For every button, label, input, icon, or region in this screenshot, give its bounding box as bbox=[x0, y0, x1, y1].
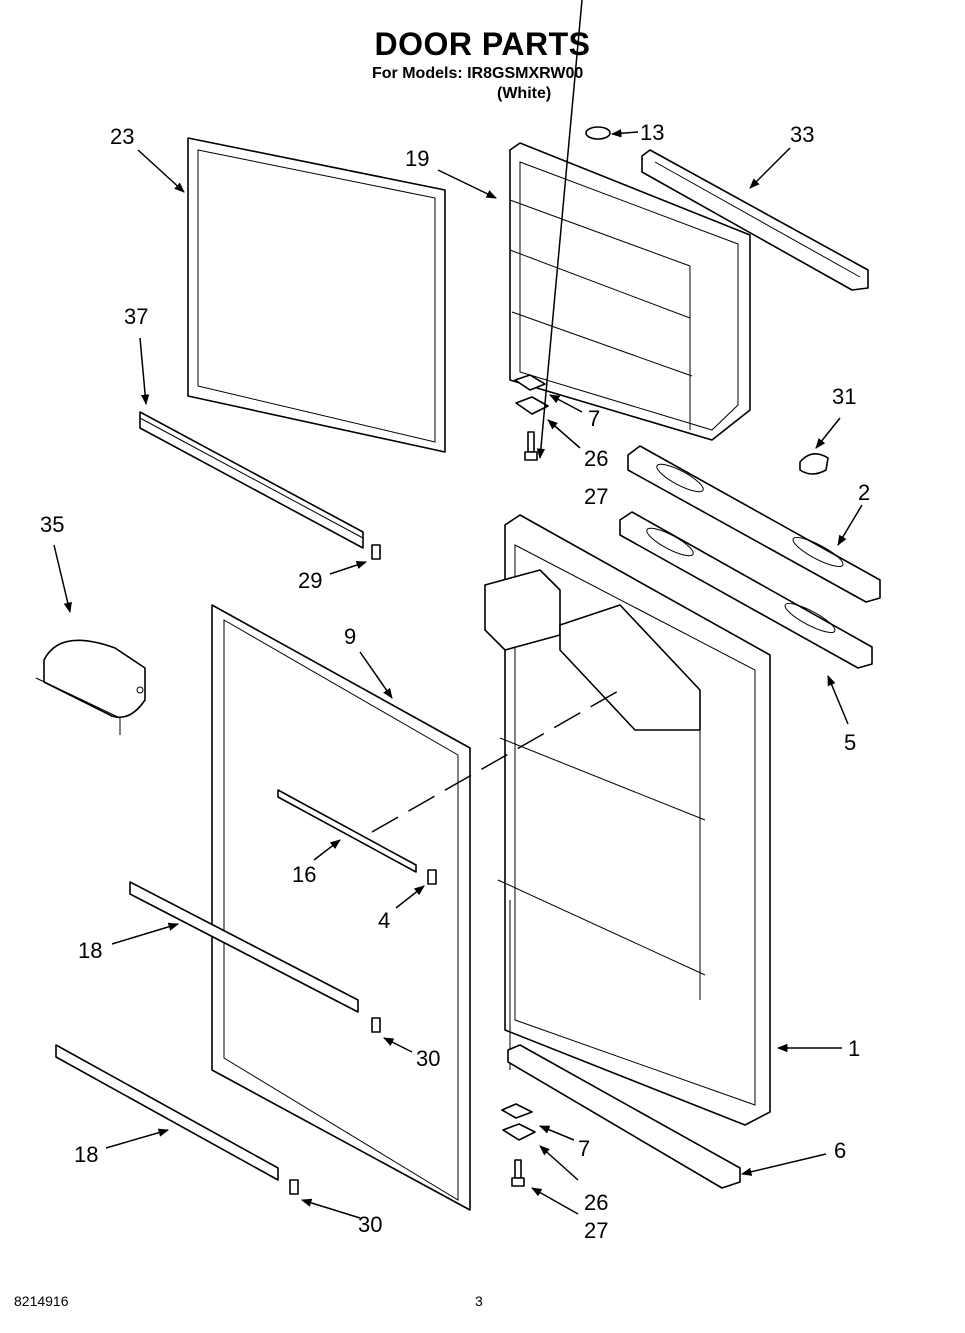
callout-31: 31 bbox=[832, 384, 856, 409]
door-shelf-trim-part-upper[interactable] bbox=[129, 881, 359, 1013]
callout-27-upper: 27 bbox=[584, 484, 608, 509]
page-number: 3 bbox=[475, 1293, 483, 1309]
top-door-trim-part[interactable] bbox=[641, 149, 869, 291]
trim-strip-part-16[interactable] bbox=[277, 789, 417, 873]
callout-19: 19 bbox=[405, 146, 429, 171]
callout-9: 9 bbox=[344, 624, 356, 649]
callout-1: 1 bbox=[848, 1036, 860, 1061]
callout-30-upper: 30 bbox=[416, 1046, 440, 1071]
door-handle-lower-part[interactable] bbox=[619, 511, 873, 669]
callout-23: 23 bbox=[110, 124, 134, 149]
callout-7-upper: 7 bbox=[588, 406, 600, 431]
freezer-shelf-trim-part[interactable] bbox=[139, 411, 364, 549]
callout-labels: 23 37 35 29 19 13 33 7 26 27 31 2 5 9 16… bbox=[40, 120, 870, 1243]
freezer-door-part[interactable] bbox=[509, 142, 751, 441]
fresh-food-door-part[interactable] bbox=[484, 514, 771, 1126]
end-cap-part-30-upper[interactable] bbox=[371, 1017, 381, 1033]
leader-lines bbox=[53, 0, 863, 1219]
model-number: For Models: IR8GSMXRW00 bbox=[372, 65, 584, 82]
callout-2: 2 bbox=[858, 480, 870, 505]
callout-35: 35 bbox=[40, 512, 64, 537]
dairy-door-part[interactable] bbox=[35, 639, 146, 735]
callout-33: 33 bbox=[790, 122, 814, 147]
callout-6: 6 bbox=[834, 1138, 846, 1163]
end-cap-part-29[interactable] bbox=[371, 544, 381, 560]
callout-29: 29 bbox=[298, 568, 322, 593]
callout-26-upper: 26 bbox=[584, 446, 608, 471]
plug-button-part-31[interactable] bbox=[799, 453, 829, 475]
callout-18-lower: 18 bbox=[74, 1142, 98, 1167]
upper-hinge-assembly[interactable] bbox=[514, 374, 549, 461]
callout-5: 5 bbox=[844, 730, 856, 755]
callout-13: 13 bbox=[640, 120, 664, 145]
callout-4: 4 bbox=[378, 908, 390, 933]
callout-7-lower: 7 bbox=[578, 1136, 590, 1161]
callout-16: 16 bbox=[292, 862, 316, 887]
document-number: 8214916 bbox=[14, 1293, 69, 1309]
fresh-food-door-gasket-part[interactable] bbox=[211, 604, 471, 1211]
callout-18-upper: 18 bbox=[78, 938, 102, 963]
bottom-door-trim-part[interactable] bbox=[507, 1044, 741, 1189]
door-shelf-trim-part-lower[interactable] bbox=[55, 1044, 279, 1181]
plug-part-13[interactable] bbox=[585, 126, 611, 140]
callout-30-lower: 30 bbox=[358, 1212, 382, 1237]
callout-37: 37 bbox=[124, 304, 148, 329]
callout-26-lower: 26 bbox=[584, 1190, 608, 1215]
end-cap-part-4[interactable] bbox=[427, 869, 437, 885]
callout-27-lower: 27 bbox=[584, 1218, 608, 1243]
lower-hinge-assembly[interactable] bbox=[501, 1103, 536, 1187]
freezer-door-gasket-part[interactable] bbox=[187, 137, 446, 453]
end-cap-part-30-lower[interactable] bbox=[289, 1179, 299, 1195]
door-handle-upper-part[interactable] bbox=[627, 445, 881, 603]
page-title: DOOR PARTS bbox=[374, 26, 591, 62]
color-variant: (White) bbox=[497, 85, 552, 102]
